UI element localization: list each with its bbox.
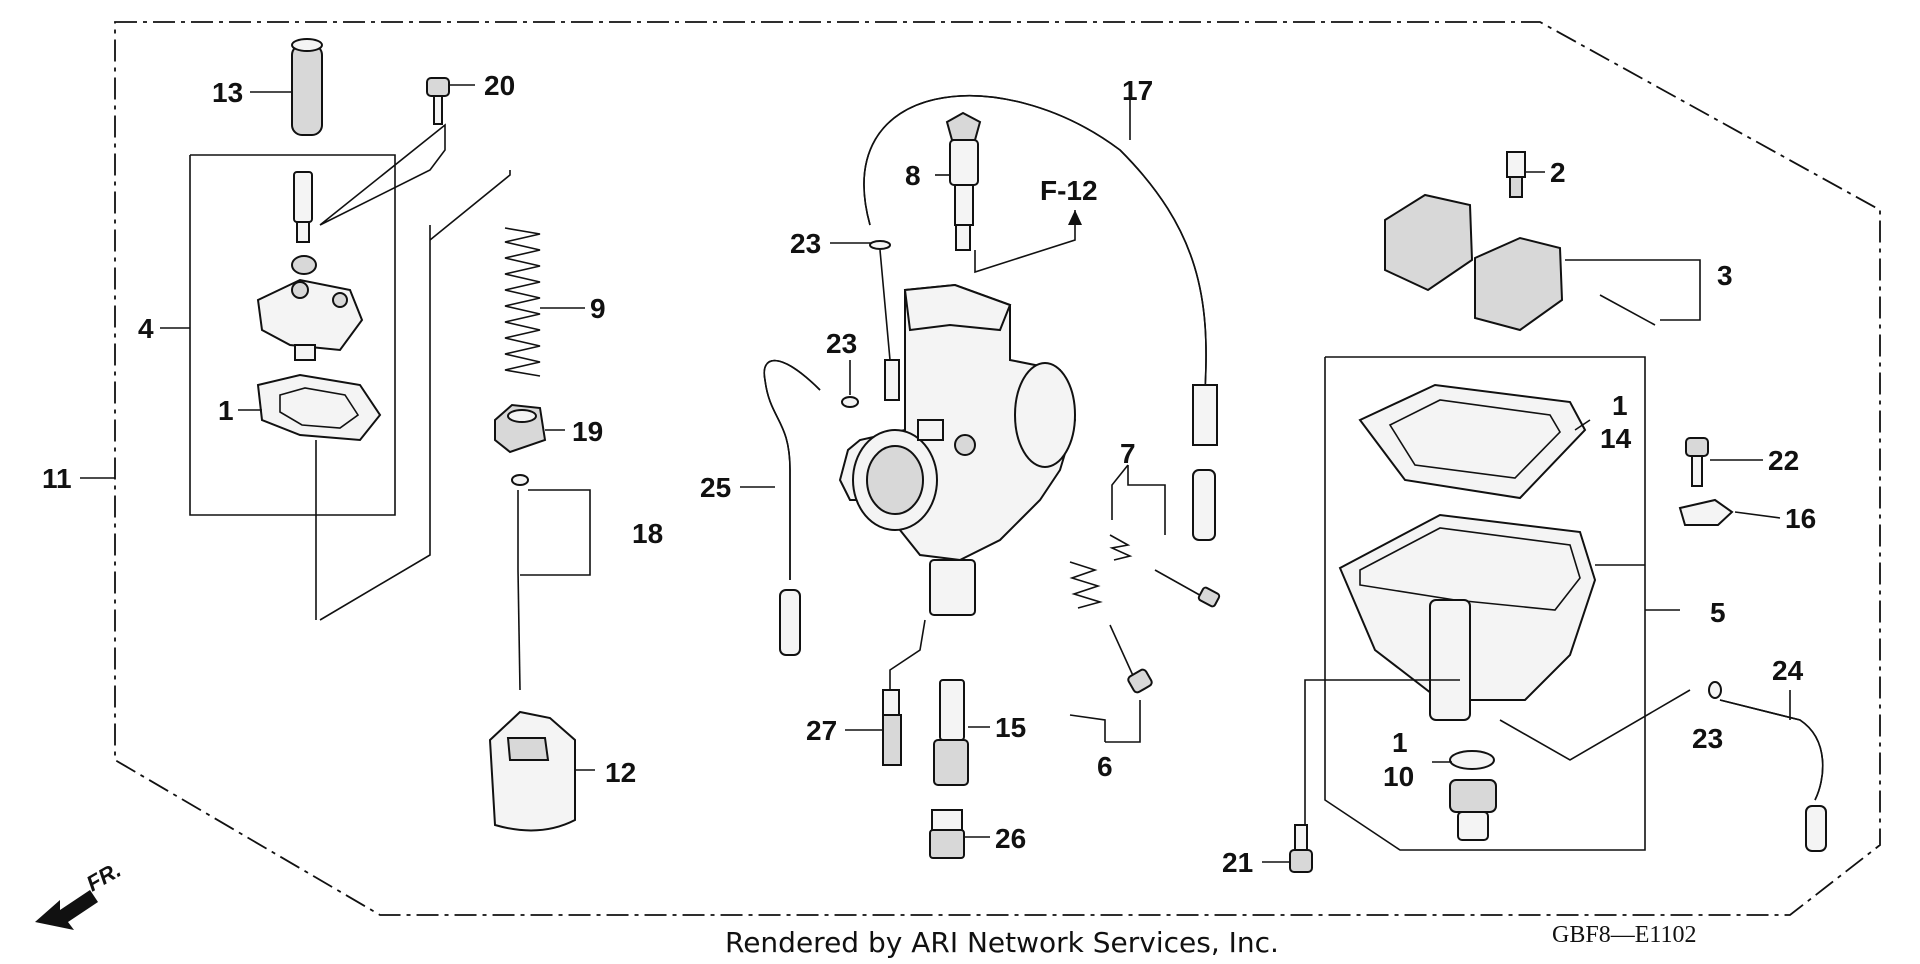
assembly-line-a: [319, 123, 446, 226]
holder-part-19: [494, 403, 547, 454]
o-ring-part-10: [1449, 750, 1495, 770]
screw-assembly-6: [1069, 561, 1153, 694]
callout-19: 19: [572, 416, 603, 447]
callout-21: 21: [1222, 847, 1253, 878]
jet-part-26: [929, 809, 965, 859]
callout-7: 7: [1120, 438, 1136, 469]
needle-part-18: [511, 474, 529, 691]
callout-23-left: 23: [790, 228, 821, 259]
group-bracket-5: [1324, 356, 1646, 851]
hose-end-24: [1805, 805, 1827, 852]
callout-23-center: 23: [826, 328, 857, 359]
callout-22: 22: [1768, 445, 1799, 476]
spring-part-9: [504, 227, 541, 377]
adjuster-assembly-4: [256, 171, 364, 361]
filter-part-13: [291, 38, 323, 136]
assembly-line-c: [319, 225, 431, 621]
diagram-code: GBF8—E1102: [1552, 922, 1696, 948]
callout-1-left: 1: [218, 395, 234, 426]
callout-25: 25: [700, 472, 731, 503]
screw-assembly-7: [1109, 534, 1221, 608]
reference-arrow-icon: [1068, 210, 1082, 225]
callout-17: 17: [1122, 75, 1153, 106]
assembly-line-b: [429, 170, 511, 241]
callout-16: 16: [1785, 503, 1816, 534]
callout-2: 2: [1550, 157, 1566, 188]
callout-12: 12: [605, 757, 636, 788]
gasket-part-14: [1358, 383, 1587, 500]
screw-part-22: [1685, 437, 1709, 487]
clip-part-23-b: [841, 396, 859, 408]
gasket-part-1-left: [256, 373, 382, 442]
callout-26: 26: [995, 823, 1026, 854]
callout-3: 3: [1717, 260, 1733, 291]
screw-part-21: [1289, 824, 1313, 873]
reference-label: F-12: [1040, 175, 1098, 206]
plate-part-16: [1678, 498, 1734, 526]
throttle-valve-part-12: [488, 710, 576, 832]
cable-end-17: [1192, 384, 1218, 446]
group-bracket-4: [189, 154, 396, 516]
callout-1-bottom-right: 1: [1392, 727, 1408, 758]
clip-part-23-c: [1708, 681, 1722, 699]
footer-credit: Rendered by ARI Network Services, Inc.: [725, 926, 1279, 959]
clip-part-23-a: [869, 240, 891, 250]
callout-labels: 1 1 1 2 3 4 5 6 7 8 9 10 11 12 13 14 15 …: [42, 70, 1816, 878]
front-arrow-icon: [35, 890, 98, 930]
jet-part-27: [882, 689, 902, 766]
cable-sleeve-17: [1192, 469, 1216, 541]
screw-part-20: [426, 77, 450, 125]
float-part-3: [1384, 193, 1656, 332]
jet-part-15: [933, 679, 969, 786]
float-bowl-part-5: [1338, 513, 1597, 721]
callout-20: 20: [484, 70, 515, 101]
callout-14: 14: [1600, 423, 1632, 454]
drain-plug: [1449, 779, 1497, 841]
front-label: FR.: [82, 857, 125, 896]
valve-part-2: [1506, 151, 1526, 198]
callout-11: 11: [42, 463, 72, 494]
callout-18: 18: [632, 518, 663, 549]
adjuster-part-8: [945, 111, 982, 251]
hose-part-24: [1719, 699, 1824, 801]
callout-1-top-right: 1: [1612, 390, 1628, 421]
callout-6: 6: [1097, 751, 1113, 782]
callout-27: 27: [806, 715, 837, 746]
hose-end-25: [779, 589, 801, 656]
leader-lines: [80, 84, 1791, 863]
callout-8: 8: [905, 160, 921, 191]
callout-10: 10: [1383, 761, 1414, 792]
callout-15: 15: [995, 712, 1026, 743]
front-direction-indicator: FR.: [35, 857, 125, 930]
assembly-outline: [114, 21, 1881, 916]
callout-24: 24: [1772, 655, 1804, 686]
callout-9: 9: [590, 293, 606, 324]
callout-5: 5: [1710, 597, 1726, 628]
hose-part-25: [763, 359, 821, 580]
reference-f12: F-12: [1040, 175, 1098, 225]
callout-13: 13: [212, 77, 243, 108]
carburetor-body: [838, 283, 1077, 616]
callout-23-right: 23: [1692, 723, 1723, 754]
callout-4: 4: [138, 313, 154, 344]
